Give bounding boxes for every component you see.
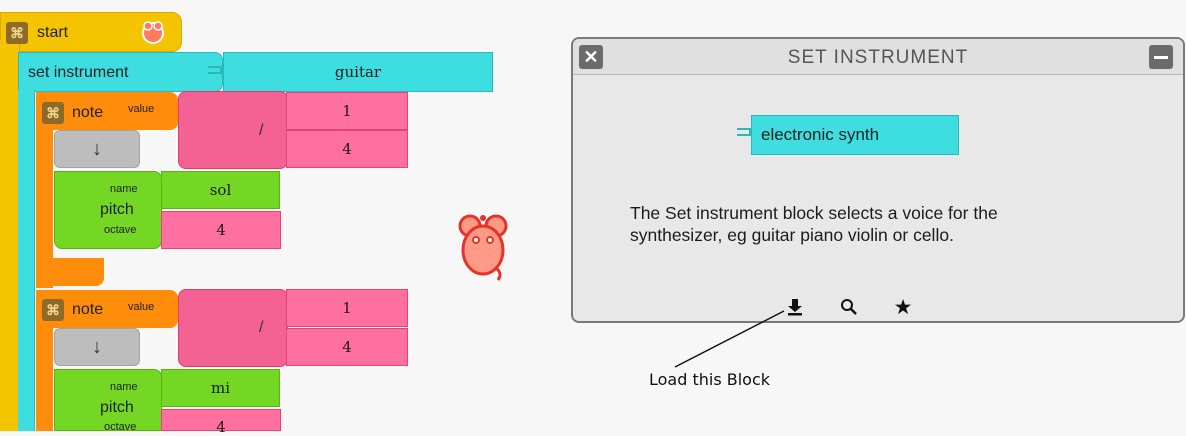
divide-block[interactable] <box>178 91 288 169</box>
pitch-label: pitch <box>100 201 134 218</box>
collapse-icon[interactable]: ⌘ <box>6 22 28 44</box>
search-icon[interactable] <box>837 296 861 318</box>
note-label: note <box>72 104 104 121</box>
pitch-block[interactable] <box>54 171 162 249</box>
denominator-slot[interactable]: 4 <box>286 328 408 366</box>
arrow-block[interactable]: ↓ <box>54 328 140 366</box>
value-label: value <box>128 301 155 313</box>
arrow-down-icon: ↓ <box>92 335 102 358</box>
arrow-block[interactable]: ↓ <box>54 130 140 168</box>
star-icon[interactable]: ★ <box>893 295 913 319</box>
octave-label: octave <box>104 421 137 433</box>
connector-notch <box>208 66 222 74</box>
octave-value-slot[interactable]: 4 <box>161 211 281 249</box>
set-instrument-label: set instrument <box>28 64 129 81</box>
denominator-slot[interactable]: 4 <box>286 130 408 168</box>
arrow-down-icon: ↓ <box>92 137 102 160</box>
numerator-slot[interactable]: 1 <box>286 289 408 327</box>
note-block-arm <box>36 326 53 431</box>
collapse-icon[interactable]: ⌘ <box>42 299 64 321</box>
download-icon[interactable] <box>783 296 807 318</box>
name-label: name <box>110 183 138 195</box>
close-icon[interactable]: ✕ <box>579 45 603 69</box>
connector-notch <box>737 128 751 136</box>
set-instrument-arm <box>18 90 35 431</box>
note-label: note <box>72 301 104 318</box>
set-instrument-block[interactable] <box>18 52 223 92</box>
octave-value-slot[interactable]: 4 <box>161 409 281 436</box>
mouse-icon[interactable] <box>452 210 514 282</box>
name-label: name <box>110 381 138 393</box>
divide-symbol: / <box>259 122 264 139</box>
help-panel-header <box>573 39 1183 75</box>
divide-symbol: / <box>259 319 264 336</box>
mouse-icon[interactable] <box>140 19 166 45</box>
help-panel: ✕ SET INSTRUMENT electronic synth The Se… <box>571 37 1185 323</box>
example-block[interactable]: electronic synth <box>751 115 959 155</box>
value-label: value <box>128 103 155 115</box>
instrument-value-slot[interactable]: guitar <box>223 52 493 92</box>
annotation-pointer-line <box>674 310 785 368</box>
start-label: start <box>37 24 69 41</box>
divide-block[interactable] <box>178 289 288 367</box>
help-description: The Set instrument block selects a voice… <box>630 203 998 245</box>
note-block-foot <box>36 258 104 286</box>
pitch-label: pitch <box>100 399 134 416</box>
numerator-slot[interactable]: 1 <box>286 92 408 130</box>
collapse-icon[interactable]: ⌘ <box>42 102 64 124</box>
annotation-label: Load this Block <box>649 370 771 389</box>
minimize-icon[interactable] <box>1149 45 1173 69</box>
note-block-arm <box>36 128 53 288</box>
octave-label: octave <box>104 224 137 236</box>
help-panel-title: SET INSTRUMENT <box>787 47 969 68</box>
start-block-arm <box>0 40 20 431</box>
pitch-block[interactable] <box>54 369 162 431</box>
name-value-slot[interactable]: mi <box>161 369 280 407</box>
name-value-slot[interactable]: sol <box>161 171 280 209</box>
